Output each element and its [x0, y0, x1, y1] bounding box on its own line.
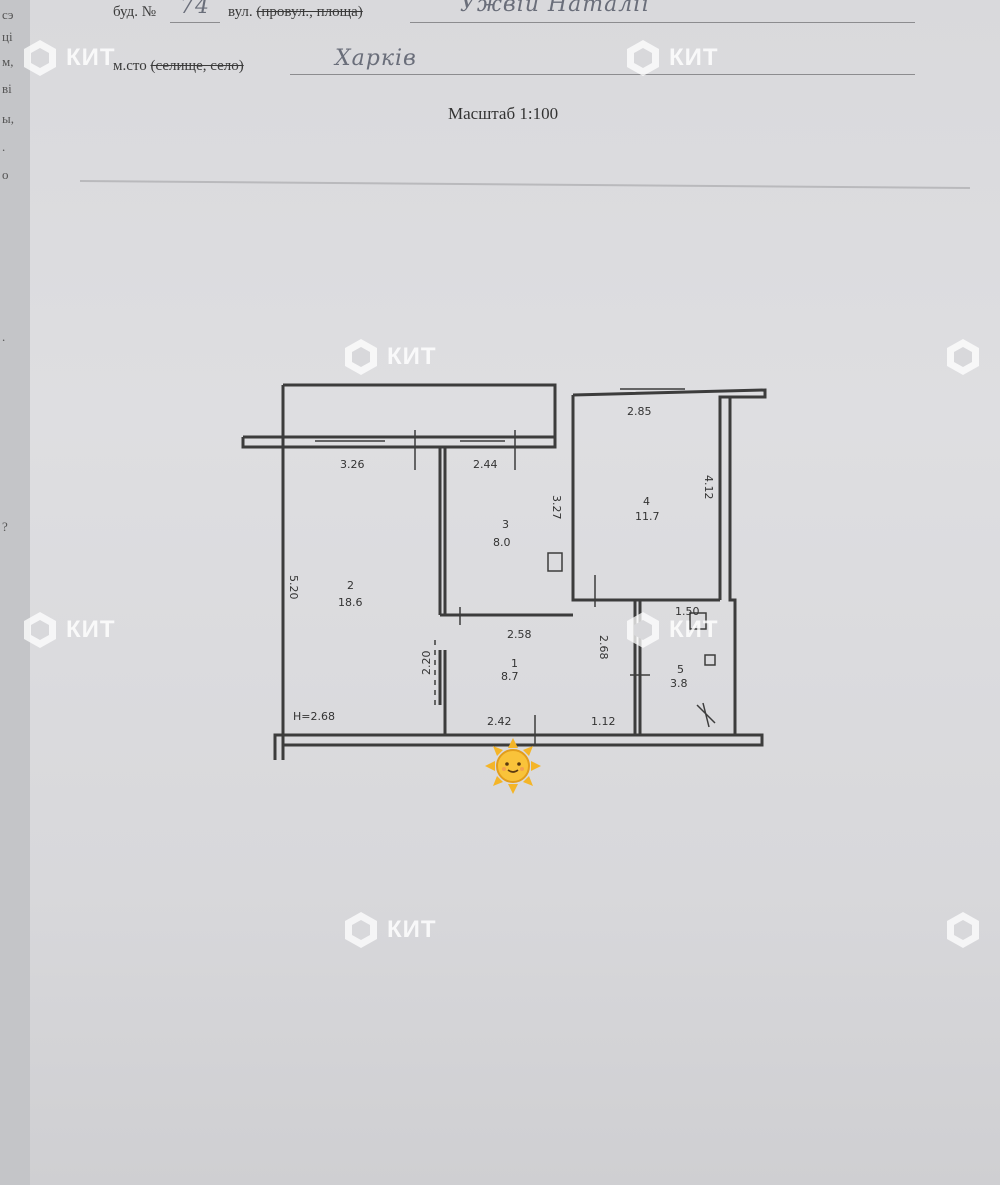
building-label: буд. №	[113, 4, 156, 21]
street-label: вул. (провул., площа)	[228, 4, 363, 21]
watermark	[945, 337, 981, 377]
dimension-label: 1.12	[591, 715, 616, 728]
watermark: КИТ	[625, 610, 719, 650]
edge-text: .	[2, 329, 6, 344]
building-number: 74	[180, 0, 210, 19]
room-area: 8.0	[493, 536, 511, 549]
form-underline	[290, 74, 915, 75]
fixture	[704, 654, 716, 666]
dimension-label: 1.50	[675, 605, 700, 618]
edge-text: сэ	[2, 7, 14, 22]
room-number: 3	[502, 518, 509, 531]
edge-text: .	[2, 139, 6, 154]
form-underline	[170, 22, 220, 23]
scale-caption: Масштаб 1:100	[448, 104, 559, 123]
watermark-text: КИТ	[669, 616, 719, 643]
room-number: 4	[643, 495, 650, 508]
city-struck-options: (селище, село)	[150, 58, 244, 74]
dimension-label: 5.20	[287, 575, 300, 600]
street-prefix: вул.	[228, 4, 253, 20]
dimension-label: 2.20	[420, 651, 433, 676]
city-value: Харків	[335, 46, 417, 71]
form-underline	[410, 22, 915, 23]
watermark: КИТ	[22, 610, 116, 650]
ceiling-height-label: H=2.68	[293, 710, 335, 723]
room-area: 8.7	[501, 670, 519, 683]
dimension-label: 3.27	[550, 495, 563, 520]
edge-text: ы,	[2, 111, 14, 126]
building-prefix: буд. №	[113, 4, 157, 20]
floor-plan: 2 18.6 3 8.0 4 11.7 1 8.7 5 3.8 3.26 2.4…	[241, 383, 767, 760]
kit-logo-icon	[627, 40, 659, 76]
dimension-label: 2.58	[507, 628, 532, 641]
pipe	[702, 702, 710, 728]
street-struck-options: (провул., площа)	[256, 4, 363, 20]
watermark: КИТ	[343, 910, 437, 950]
edge-text: ві	[2, 81, 12, 96]
wall	[283, 383, 557, 443]
wall	[728, 397, 737, 735]
city-prefix: м.сто	[113, 58, 147, 74]
sun-sticker-icon	[485, 738, 541, 794]
adjacent-page-edge: сэ ці м, ві ы, . о . ?	[0, 0, 31, 1185]
dimension-label: 4.12	[702, 475, 715, 500]
watermark-text: КИТ	[669, 44, 719, 71]
sink	[689, 612, 707, 630]
kit-logo-icon	[345, 912, 377, 948]
edge-text: м,	[2, 54, 14, 69]
watermark: КИТ	[625, 38, 719, 78]
edge-text: ці	[2, 29, 13, 44]
street-value: Ужвій Наталії	[460, 0, 650, 17]
dimension-label: 2.85	[627, 405, 652, 418]
room-area: 18.6	[338, 596, 363, 609]
watermark-text: КИТ	[387, 916, 437, 943]
kit-logo-icon	[24, 612, 56, 648]
city-label: м.сто (селище, село)	[113, 58, 244, 75]
watermark-text: КИТ	[387, 343, 437, 370]
watermark	[945, 910, 981, 950]
watermark: КИТ	[22, 38, 116, 78]
room-number: 2	[347, 579, 354, 592]
watermark-text: КИТ	[66, 44, 116, 71]
room-area: 11.7	[635, 510, 660, 523]
balcony-edge	[241, 435, 557, 449]
watermark: КИТ	[343, 337, 437, 377]
stove	[547, 552, 563, 572]
dimension-label: 2.42	[487, 715, 512, 728]
kit-logo-icon	[947, 912, 979, 948]
room-number: 1	[511, 657, 518, 670]
edge-text: о	[2, 167, 9, 182]
kit-logo-icon	[627, 612, 659, 648]
wall	[572, 388, 767, 600]
edge-text: ?	[2, 519, 8, 534]
dimension-label: 2.68	[597, 635, 610, 660]
kit-logo-icon	[345, 339, 377, 375]
room-number: 5	[677, 663, 684, 676]
dimension-label: 2.44	[473, 458, 498, 471]
kit-logo-icon	[24, 40, 56, 76]
room-area: 3.8	[670, 677, 688, 690]
kit-logo-icon	[947, 339, 979, 375]
dimension-label: 3.26	[340, 458, 365, 471]
wall	[275, 733, 764, 747]
watermark-text: КИТ	[66, 616, 116, 643]
document-page	[30, 0, 1000, 1185]
